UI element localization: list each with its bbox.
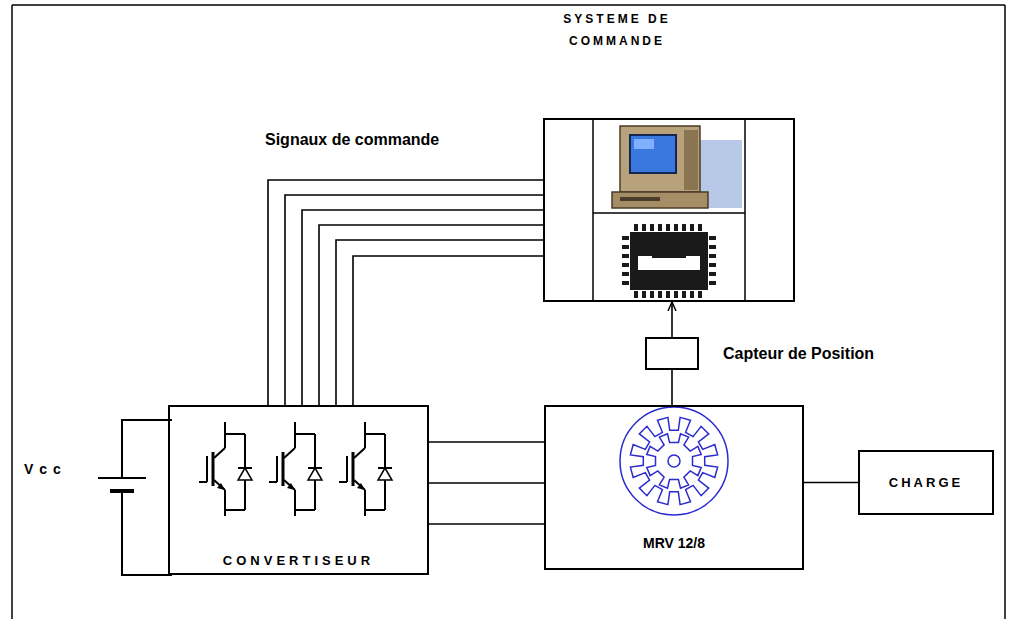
signal-label: Signaux de commande	[265, 131, 439, 149]
connector-line	[429, 441, 544, 443]
chip-pin	[650, 291, 654, 298]
chip-pin	[690, 224, 694, 231]
chip-pin	[709, 236, 716, 240]
connector-line	[804, 482, 858, 484]
chip-pin	[642, 291, 646, 298]
chip-pin	[674, 224, 678, 231]
igbt-symbol	[339, 422, 392, 516]
chip-pin	[709, 272, 716, 276]
chip-pin	[709, 263, 716, 267]
motor-box: MRV 12/8	[544, 405, 804, 570]
connector-line	[671, 370, 673, 405]
chip-pin	[682, 224, 686, 231]
chip-pin	[682, 291, 686, 298]
chip-pin	[666, 291, 670, 298]
chip-pin	[658, 224, 662, 231]
chip-pin	[674, 291, 678, 298]
sensor-label: Capteur de Position	[723, 345, 874, 363]
position-sensor-box: Capteur de Position	[645, 337, 699, 370]
frame-line	[11, 5, 13, 619]
frame-line	[12, 4, 1005, 6]
chip-pin	[709, 281, 716, 285]
igbt-symbol	[269, 422, 322, 516]
chip-pin	[709, 245, 716, 249]
chip-pin	[622, 281, 629, 285]
computer-icon	[612, 126, 742, 208]
chip-pin	[698, 224, 702, 231]
chip-pin	[622, 263, 629, 267]
converter-label: CONVERTISEUR	[170, 553, 427, 568]
igbt-symbol	[199, 422, 252, 516]
frame-line	[1004, 5, 1006, 619]
chip-pin	[622, 236, 629, 240]
voltage-label: Vcc	[24, 461, 67, 477]
connector-line	[353, 256, 543, 405]
chip-pin	[666, 224, 670, 231]
panel-divider	[744, 118, 746, 302]
connector-line	[429, 482, 544, 484]
chip-icon	[622, 224, 716, 298]
chip-pin	[690, 291, 694, 298]
connector-line	[671, 302, 673, 337]
chip-pin	[622, 245, 629, 249]
panel-divider	[593, 212, 745, 214]
connector-line	[319, 225, 543, 405]
chip-pin	[634, 224, 638, 231]
dc-source	[98, 420, 172, 575]
chip-pin	[650, 224, 654, 231]
chip-pin	[642, 224, 646, 231]
box-heading: SYSTEME DE COMMANDE	[547, 8, 687, 52]
load-label: CHARGE	[860, 475, 992, 490]
connector-line	[302, 210, 543, 405]
connector-line	[268, 180, 543, 405]
panel-divider	[592, 118, 594, 302]
converter-box: CONVERTISEUR	[168, 405, 429, 575]
chip-pin	[622, 272, 629, 276]
control-system-box: SYSTEME DE COMMANDE	[543, 118, 795, 302]
chip-pin	[709, 254, 716, 258]
load-box: CHARGE	[858, 450, 994, 515]
motor-drawing	[620, 405, 728, 515]
chip-pin	[658, 291, 662, 298]
chip-pin	[622, 254, 629, 258]
chip-pin	[698, 291, 702, 298]
chip-pin	[634, 291, 638, 298]
connector-line	[285, 195, 543, 405]
connector-line	[429, 523, 544, 525]
connector-line	[336, 240, 543, 405]
motor-label: MRV 12/8	[546, 535, 802, 551]
